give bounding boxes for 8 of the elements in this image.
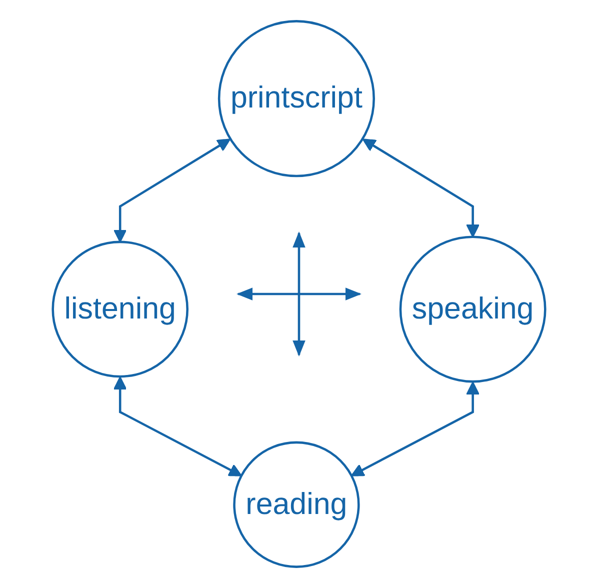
arrow <box>112 138 230 242</box>
arrow <box>112 376 242 476</box>
node-circle: reading <box>232 440 360 568</box>
node-circle: listening <box>51 240 188 378</box>
arrow <box>350 381 480 476</box>
node-circle: printscript <box>217 20 374 177</box>
node-circle: speaking <box>398 235 546 382</box>
arrow <box>362 138 480 237</box>
